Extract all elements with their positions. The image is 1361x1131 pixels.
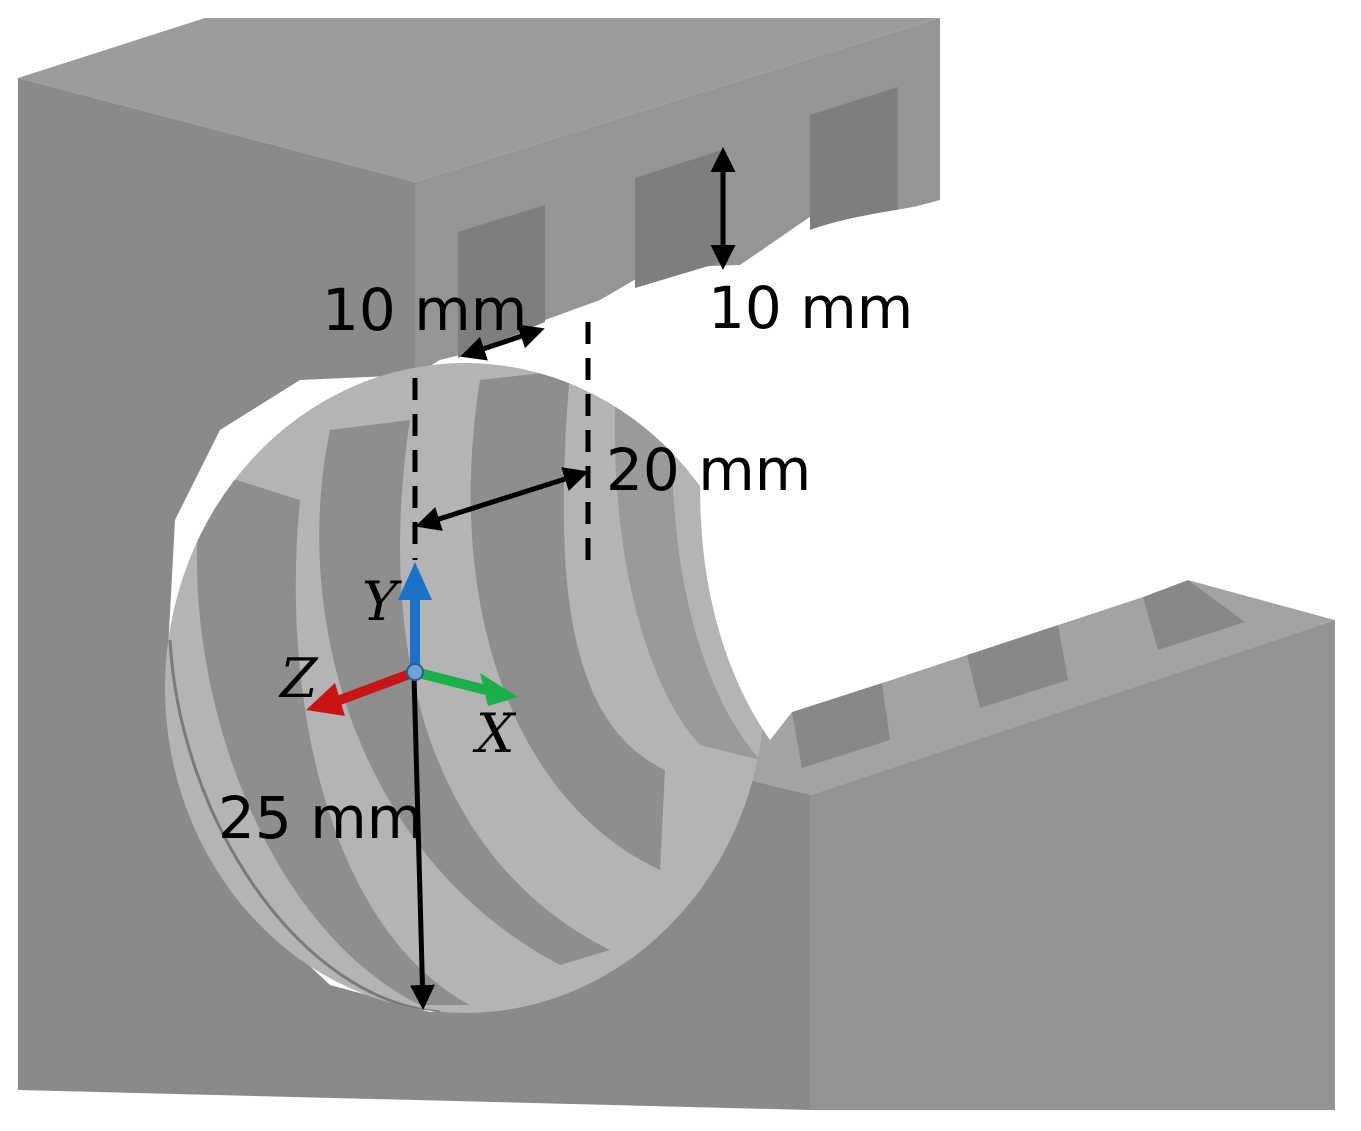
x-axis-arrowhead: [480, 673, 518, 706]
slot-pocket-1: [458, 205, 545, 358]
bore-radius-arrow: [409, 674, 435, 1010]
lower-slot-1: [792, 683, 890, 768]
top-face: [18, 18, 940, 182]
groove-band-2: [319, 420, 610, 965]
z-axis-label: Z: [278, 647, 319, 710]
lower-slot-3: [1143, 580, 1245, 650]
coordinate-triad: [306, 562, 518, 716]
z-axis-arrowhead: [306, 683, 345, 716]
groove-band-1: [196, 470, 470, 1005]
bore-opening: [700, 200, 1335, 740]
slot-width-label: 10 mm: [322, 276, 527, 344]
slot-pocket-3: [810, 87, 898, 232]
z-axis-arrow: [338, 667, 417, 705]
mold-block: [18, 18, 1335, 1110]
y-axis-label: Y: [362, 570, 402, 633]
slot-depth-label: 10 mm: [708, 274, 913, 342]
bore-radius-label: 25 mm: [218, 784, 423, 852]
groove-pitch-label: 20 mm: [606, 436, 811, 504]
origin-marker: [406, 663, 424, 681]
y-axis-arrowhead: [398, 562, 432, 600]
right-front-face: [810, 620, 1335, 1110]
slot-width-arrow: [460, 324, 545, 361]
dimension-annotations: [409, 147, 736, 1010]
x-axis-label: X: [472, 702, 517, 765]
x-axis-arrow: [413, 667, 488, 695]
slot-pocket-2: [635, 150, 722, 288]
lower-slot-2: [967, 625, 1068, 708]
groove-pitch-arrow: [415, 467, 589, 531]
